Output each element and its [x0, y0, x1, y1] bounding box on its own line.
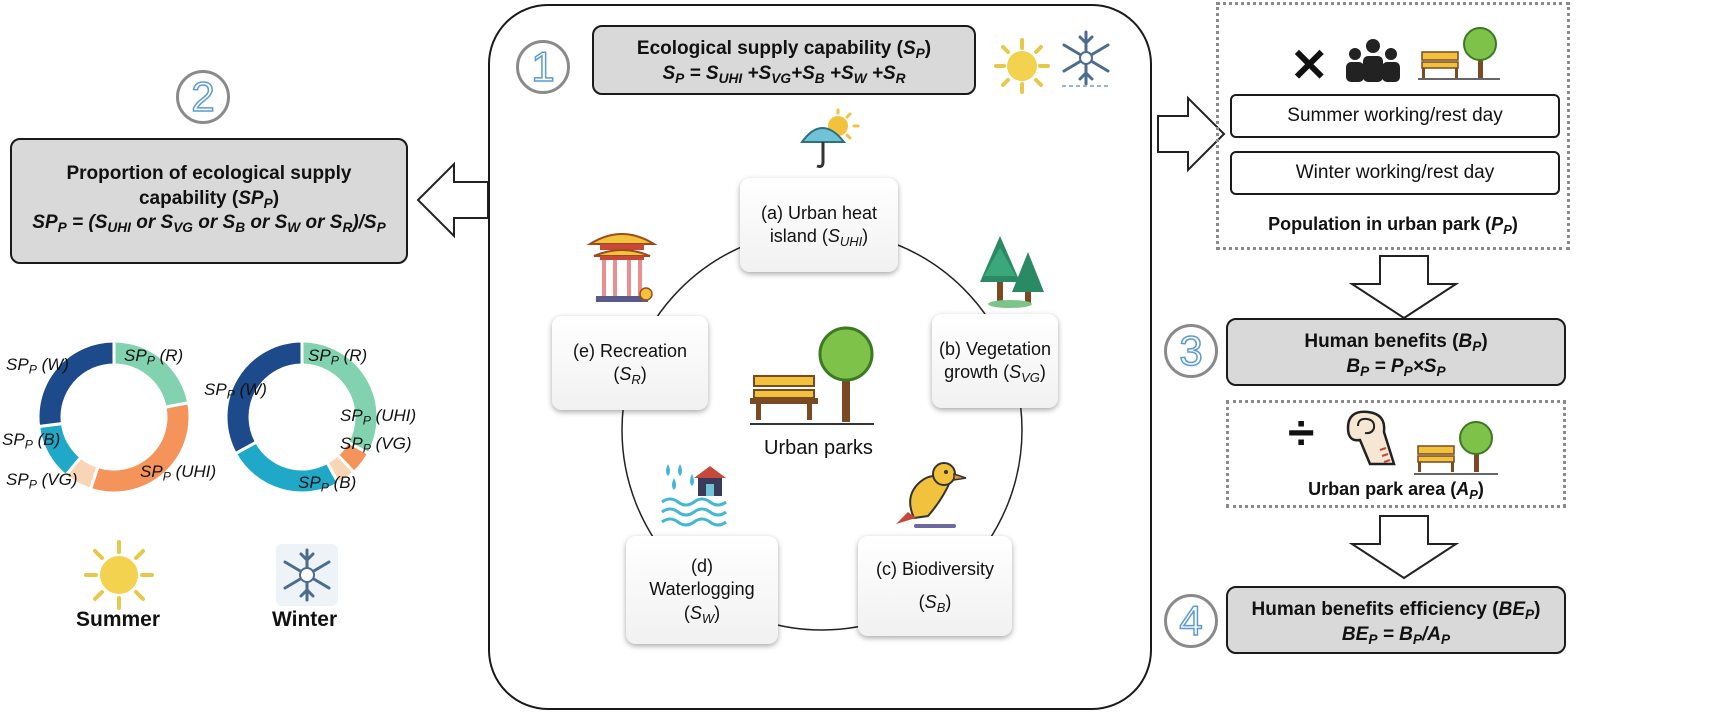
bird-icon — [896, 462, 967, 528]
summer-label-r: SPP (R) — [124, 346, 184, 368]
supply-formula: SP = SUHI +SVG+SB +SW +SR — [662, 62, 906, 86]
card-recreation: (e) Recreation (SR) — [552, 316, 708, 410]
urban-parks-label: Urban parks — [764, 437, 873, 459]
bench-tree-icon-area — [1414, 421, 1498, 475]
efficiency-box: Human benefits efficiency (BEP) BEP = BP… — [1226, 586, 1566, 654]
snowflake-icon — [1062, 30, 1110, 87]
proportion-title: Proportion of ecological supply — [66, 163, 352, 184]
card-waterlogging: (d) Waterlogging (SW) — [626, 536, 778, 644]
arrow-down-2 — [1348, 515, 1460, 580]
winter-label-w: SPP (W) — [204, 380, 267, 402]
arrow-down-1 — [1348, 255, 1460, 320]
card-biodiversity: (c) Biodiversity (SB) — [858, 536, 1012, 636]
supply-box: Ecological supply capability (SP) SP = S… — [592, 25, 976, 95]
winter-label-r: SPP (R) — [308, 346, 368, 368]
area-panel — [1226, 400, 1566, 508]
bench-tree-icon — [750, 326, 874, 425]
step-2-marker: 2 — [176, 70, 230, 124]
arrow-right — [1157, 95, 1226, 173]
summer-label: Summer — [76, 608, 161, 631]
divide-icon: ÷ — [1288, 407, 1315, 460]
summer-label-uhi: SPP (UHI) — [140, 462, 217, 484]
step-4-marker: 4 — [1164, 594, 1218, 648]
winter-label-b: SPP (B) — [298, 473, 357, 495]
water-house-icon — [661, 464, 727, 527]
summer-sun-icon — [84, 540, 154, 610]
card-vegetation-growth: (b) Vegetation growth (SVG) — [932, 314, 1058, 408]
step-1-marker: 1 — [516, 40, 570, 94]
sun-icon — [994, 38, 1050, 94]
cross-icon: ✕ — [1290, 39, 1329, 91]
winter-slice-w — [224, 339, 304, 456]
winter-label-uhi: SPP (UHI) — [340, 406, 417, 428]
population-panel — [1216, 2, 1570, 250]
people-icon — [1346, 39, 1400, 82]
tape-measure-icon — [1346, 410, 1396, 466]
pavilion-icon — [586, 233, 658, 302]
summer-day-row: Summer working/rest day — [1230, 94, 1560, 138]
proportion-box: Proportion of ecological supply capabili… — [10, 138, 408, 264]
winter-label: Winter — [272, 608, 338, 631]
summer-label-vg: SPP (VG) — [6, 470, 78, 492]
efficiency-formula: BEP = BP/AP — [1341, 623, 1451, 647]
donut-charts — [36, 339, 380, 495]
winter-snowflake-icon — [276, 544, 338, 606]
summer-label-b: SPP (B) — [2, 430, 61, 452]
winter-label-vg: SPP (VG) — [340, 434, 412, 456]
summer-label-w: SPP (W) — [6, 355, 69, 377]
benefits-formula: BP = PP×SP — [1346, 355, 1446, 379]
area-caption: Urban park area (AP) — [1308, 479, 1484, 502]
step-3-marker: 3 — [1164, 324, 1218, 378]
summer-slice-w — [36, 339, 116, 429]
card-urban-heat-island: (a) Urban heat island (SUHI) — [740, 178, 898, 272]
arrow-left — [416, 161, 489, 239]
winter-day-row: Winter working/rest day — [1230, 151, 1560, 195]
urban-park-frame — [488, 4, 1152, 710]
proportion-formula: SPP = (SUHI or SVG or SB or SW or SR)/SP — [32, 212, 386, 236]
umbrella-sun-icon — [800, 108, 860, 168]
benefits-box: Human benefits (BP) BP = PP×SP — [1226, 318, 1566, 386]
bench-tree-icon-top — [1418, 27, 1500, 80]
trees-icon — [980, 236, 1044, 308]
population-caption: Population in urban park (PP) — [1268, 214, 1518, 237]
